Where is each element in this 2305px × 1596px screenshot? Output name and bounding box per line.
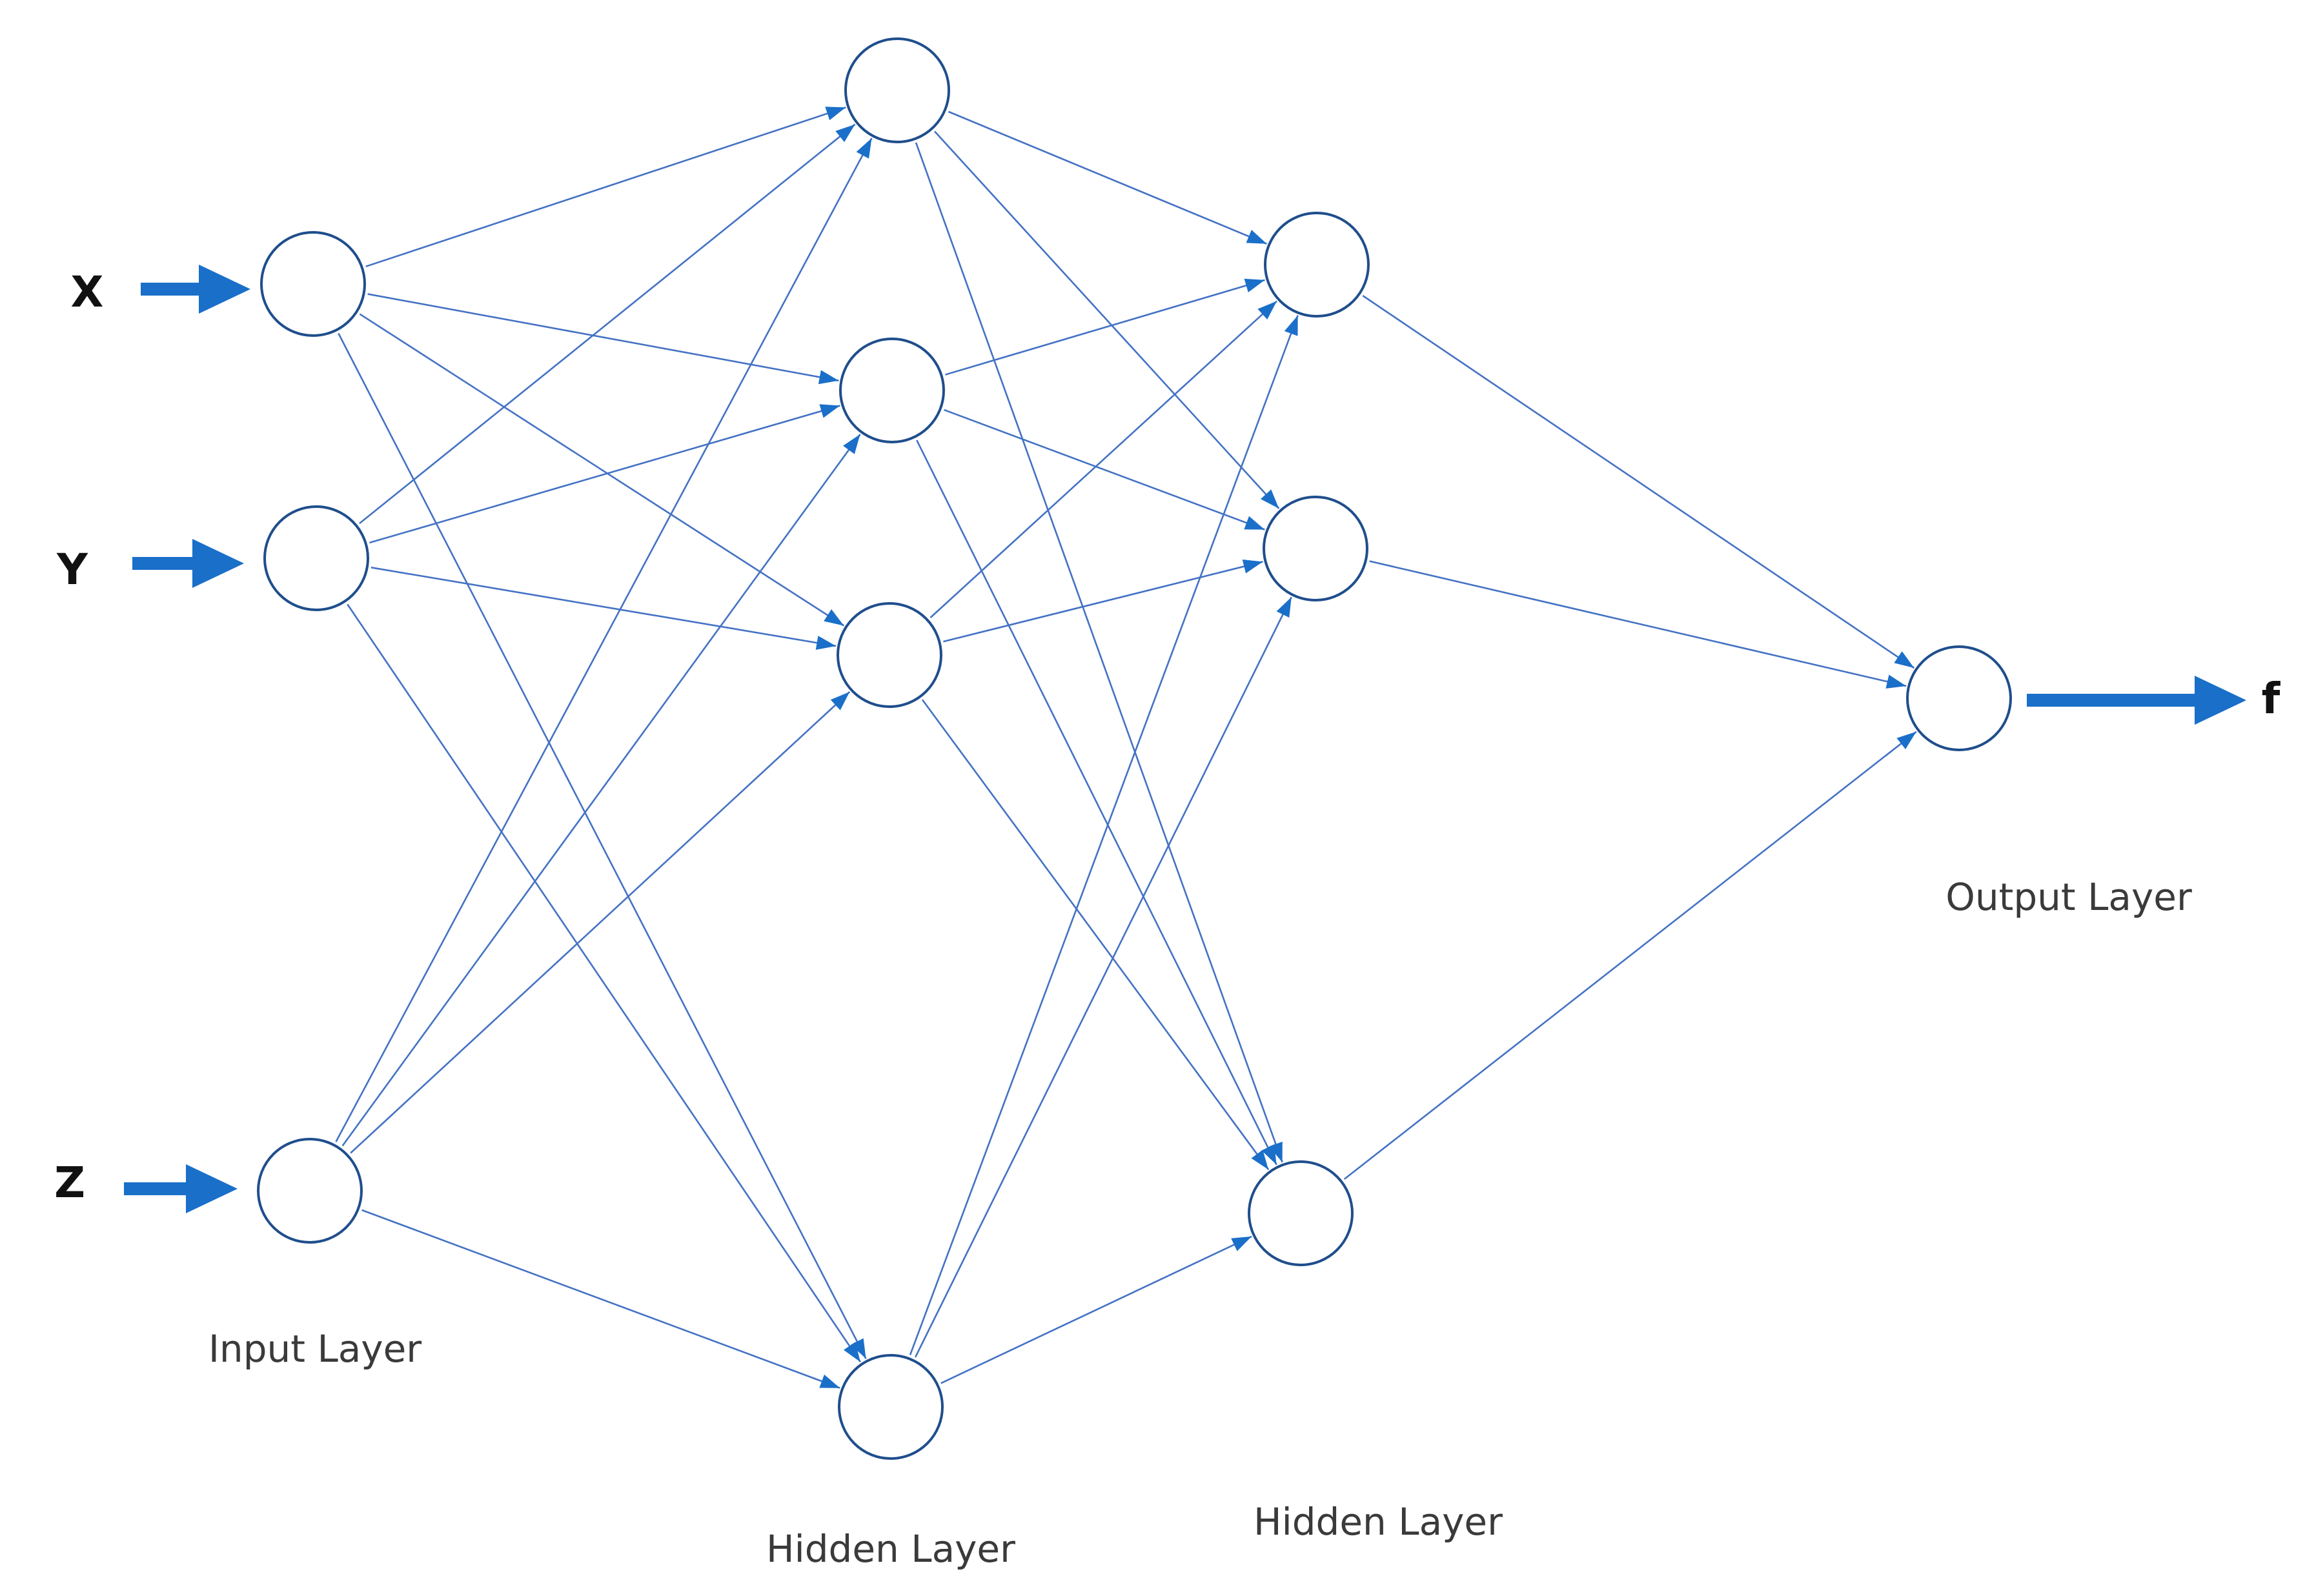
connection-hidden-2-3-to-output-1 [1343, 731, 1917, 1180]
input-arrow-x-head [199, 265, 250, 314]
connection-hidden-2-2-to-output-1-arrowhead [1885, 674, 1907, 689]
connection-hidden-1-2-to-hidden-2-1-arrowhead [1244, 278, 1265, 292]
connection-hidden-1-4-to-hidden-2-3 [940, 1235, 1252, 1384]
connection-hidden-1-4-to-hidden-2-3-arrowhead [1231, 1236, 1252, 1251]
connection-input-3-to-hidden-1-2-arrowhead [843, 434, 860, 454]
connection-hidden-1-4-to-hidden-2-1 [909, 315, 1299, 1355]
connection-hidden-1-1-to-hidden-2-3 [915, 142, 1283, 1163]
connection-hidden-1-3-to-hidden-2-1-arrowhead [1257, 301, 1277, 320]
neuron-hidden-1-3 [837, 602, 942, 708]
connection-hidden-1-3-to-hidden-2-2 [943, 561, 1263, 643]
output-arrow-f-head [2195, 676, 2246, 725]
neuron-hidden-1-1 [844, 37, 950, 143]
neuron-hidden-2-1 [1264, 212, 1370, 318]
neurons [257, 37, 2012, 1460]
output-layer-label: Output Layer [1945, 875, 2192, 919]
connection-input-3-to-hidden-1-1-arrowhead [856, 138, 872, 159]
neuron-hidden-2-3 [1248, 1160, 1354, 1266]
connection-input-1-to-hidden-1-2 [367, 293, 839, 382]
neuron-input-3 [257, 1138, 363, 1244]
connection-input-1-to-hidden-1-1-arrowhead [825, 106, 846, 121]
connection-hidden-1-3-to-hidden-2-2-arrowhead [1242, 559, 1263, 574]
input-layer-label: Input Layer [208, 1327, 421, 1371]
neuron-input-1 [260, 231, 366, 337]
connection-input-2-to-hidden-1-2-arrowhead [819, 404, 840, 418]
neuron-hidden-1-4 [838, 1354, 944, 1460]
connection-hidden-1-2-to-hidden-2-3-arrowhead [1261, 1144, 1277, 1165]
connection-input-3-to-hidden-1-2 [341, 434, 861, 1147]
connection-hidden-1-2-to-hidden-2-2-arrowhead [1244, 516, 1265, 530]
connection-input-1-to-hidden-1-3 [359, 313, 845, 627]
connection-input-3-to-hidden-1-4-arrowhead [819, 1374, 840, 1388]
connection-hidden-1-2-to-hidden-2-2 [944, 409, 1265, 530]
connection-input-1-to-hidden-1-1 [365, 106, 846, 268]
input-arrow-y-head [192, 539, 244, 588]
connection-hidden-1-2-to-hidden-2-3 [916, 439, 1277, 1166]
connection-hidden-1-4-to-hidden-2-2-arrowhead [1276, 597, 1292, 618]
output-label-f: f [2262, 674, 2281, 723]
neuron-output-1 [1906, 645, 2012, 751]
connection-hidden-1-4-to-hidden-2-1-arrowhead [1284, 315, 1298, 336]
connection-hidden-2-1-to-output-1 [1362, 295, 1915, 669]
input-label-z: Z [54, 1158, 85, 1207]
connection-hidden-1-3-to-hidden-2-1 [929, 300, 1277, 618]
connection-hidden-2-3-to-output-1-arrowhead [1896, 731, 1916, 749]
connection-hidden-1-1-to-hidden-2-1-arrowhead [1246, 230, 1267, 244]
input-arrow-z-head [186, 1164, 238, 1213]
input-label-y: Y [56, 545, 88, 594]
hidden-layer-1-label: Hidden Layer [766, 1527, 1015, 1571]
connection-input-3-to-hidden-1-4 [361, 1209, 840, 1389]
connection-input-3-to-hidden-1-3-arrowhead [830, 692, 850, 711]
connection-hidden-2-1-to-output-1-arrowhead [1894, 651, 1914, 668]
hidden-layer-2-label: Hidden Layer [1254, 1500, 1503, 1544]
connection-hidden-1-3-to-hidden-2-3 [921, 699, 1270, 1171]
connection-input-2-to-hidden-1-1-arrowhead [835, 124, 855, 143]
connections [335, 106, 1917, 1389]
connection-input-2-to-hidden-1-4 [347, 603, 861, 1363]
connection-input-2-to-hidden-1-1 [359, 123, 856, 525]
connection-hidden-1-1-to-hidden-2-2 [934, 130, 1280, 509]
input-label-x: X [71, 267, 104, 317]
neuron-input-2 [263, 505, 369, 611]
connection-hidden-1-2-to-hidden-2-1 [945, 279, 1265, 376]
connection-hidden-1-1-to-hidden-2-2-arrowhead [1261, 489, 1279, 509]
connection-input-2-to-hidden-1-4-arrowhead [843, 1342, 860, 1362]
connection-input-3-to-hidden-1-1 [335, 137, 873, 1142]
connection-hidden-1-4-to-hidden-2-2 [914, 596, 1292, 1358]
io-arrows [124, 265, 2246, 1213]
connection-hidden-2-2-to-output-1 [1369, 560, 1907, 687]
connection-hidden-1-3-to-hidden-2-3-arrowhead [1251, 1149, 1269, 1170]
neuron-hidden-2-2 [1263, 496, 1368, 601]
neuron-hidden-1-2 [839, 338, 945, 443]
connection-input-1-to-hidden-1-2-arrowhead [818, 370, 839, 385]
connection-input-3-to-hidden-1-3 [350, 691, 851, 1154]
connection-input-1-to-hidden-1-3-arrowhead [824, 609, 844, 626]
connection-hidden-1-1-to-hidden-2-1 [948, 110, 1267, 245]
connection-input-2-to-hidden-1-3 [371, 567, 837, 647]
connection-input-2-to-hidden-1-3-arrowhead [815, 636, 837, 650]
connection-input-1-to-hidden-1-4 [338, 332, 867, 1359]
connection-input-2-to-hidden-1-2 [369, 405, 840, 544]
